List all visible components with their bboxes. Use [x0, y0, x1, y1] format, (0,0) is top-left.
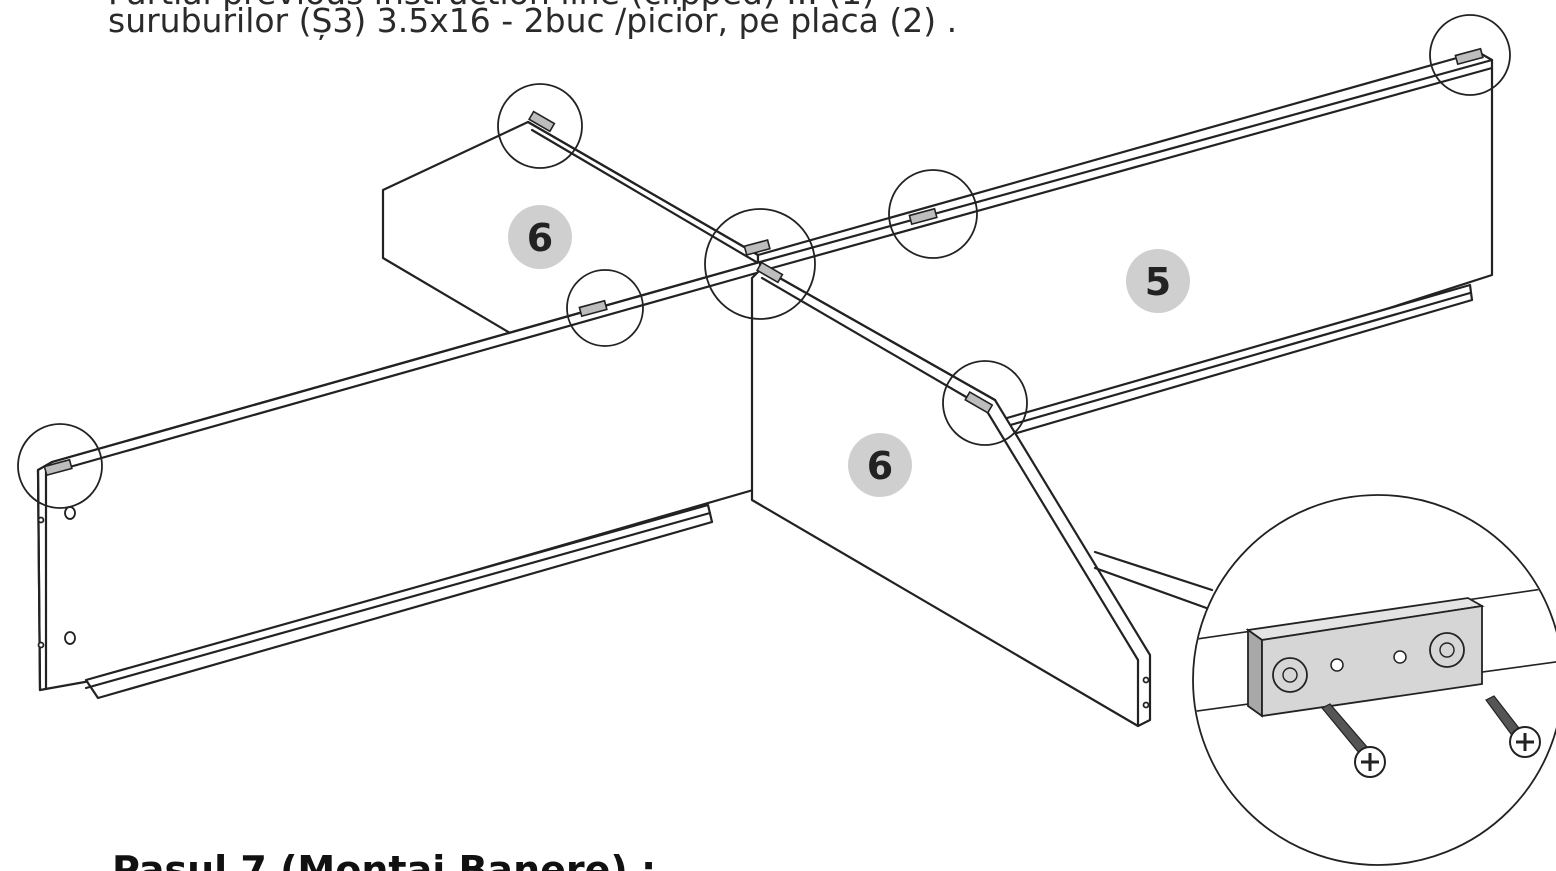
panel-6-back-top-edge [526, 120, 760, 257]
connector-bracket-icon [528, 110, 556, 133]
connector-bracket-icon [964, 390, 994, 414]
screw-icon [1321, 703, 1386, 778]
detail-magnifier [1192, 494, 1556, 866]
panel-6-front-top-edge [760, 266, 997, 402]
panel-6-front-top-edge-2 [760, 276, 987, 410]
detail-connector-hole-1-inner [1282, 667, 1298, 683]
left-panel-hole-1 [64, 506, 76, 520]
panel-front-left-top-edge-2 [50, 270, 762, 474]
detail-circle-icon [566, 269, 644, 347]
connector-bracket-icon [43, 458, 73, 477]
screw-icon [1485, 695, 1541, 758]
part-badge-5 [1126, 249, 1190, 313]
part-label-5: 5 [1145, 260, 1171, 304]
connector-brackets [43, 47, 1484, 477]
part-label-6-front: 6 [867, 444, 893, 488]
panel-6-back-top-edge-2 [530, 128, 760, 265]
detail-circle-icon [704, 208, 816, 320]
panel-5-rail-edge [998, 291, 1472, 430]
panel-front-left-rail-edge [84, 511, 712, 690]
callout-line-top [1093, 550, 1214, 592]
detail-connector-hole-2 [1429, 632, 1465, 668]
detail-circle-icon [1429, 14, 1511, 96]
panel-5-top-edge [758, 58, 1494, 264]
front-panel-hole-2 [1142, 701, 1150, 709]
part-badge-6-front [848, 433, 912, 497]
detail-circle-icon [497, 83, 583, 169]
detail-circle-icon [942, 360, 1028, 446]
callout-line-bottom [1093, 566, 1214, 612]
left-panel-hole-2 [64, 631, 76, 645]
connector-bracket-icon [908, 207, 938, 226]
instruction-text: suruburilor (Ș3) 3.5x16 - 2buc /picior, … [108, 1, 958, 40]
panel-5-top-edge-2 [763, 66, 1494, 272]
panel-front-left-side-edge-2 [36, 468, 42, 692]
detail-circle-icon [17, 423, 103, 509]
front-panel-hole-1 [1142, 676, 1150, 684]
detail-connector-hole-1 [1272, 657, 1308, 693]
connector-bracket-icon [756, 261, 784, 284]
detail-connector-body [1261, 604, 1483, 718]
next-step-title: Pasul 7 (Montaj Banere) : [112, 848, 657, 871]
detail-connector-hole-2-inner [1439, 642, 1455, 658]
panel-6-front-slant-edge [983, 406, 1140, 662]
panel-front-left-rail [84, 503, 714, 700]
left-panel-edge-hole-2 [37, 641, 45, 649]
connector-bracket-icon [743, 239, 771, 256]
detail-connector-pin-1 [1330, 658, 1344, 672]
detail-circle-icon [888, 169, 978, 259]
part-badge-6-back [508, 205, 572, 269]
panel-front-left [36, 260, 762, 692]
panel-front-left-top-edge [50, 260, 762, 464]
left-panel-edge-hole-1 [37, 516, 45, 524]
part-label-6-back: 6 [527, 216, 553, 260]
instruction-text-clipped: Partial previous instruction line (clipp… [108, 0, 875, 12]
detail-connector-pin-2 [1393, 650, 1407, 664]
connector-bracket-icon [578, 299, 608, 318]
detail-connector-front-face [1247, 628, 1263, 718]
connector-bracket-icon [1454, 47, 1484, 66]
